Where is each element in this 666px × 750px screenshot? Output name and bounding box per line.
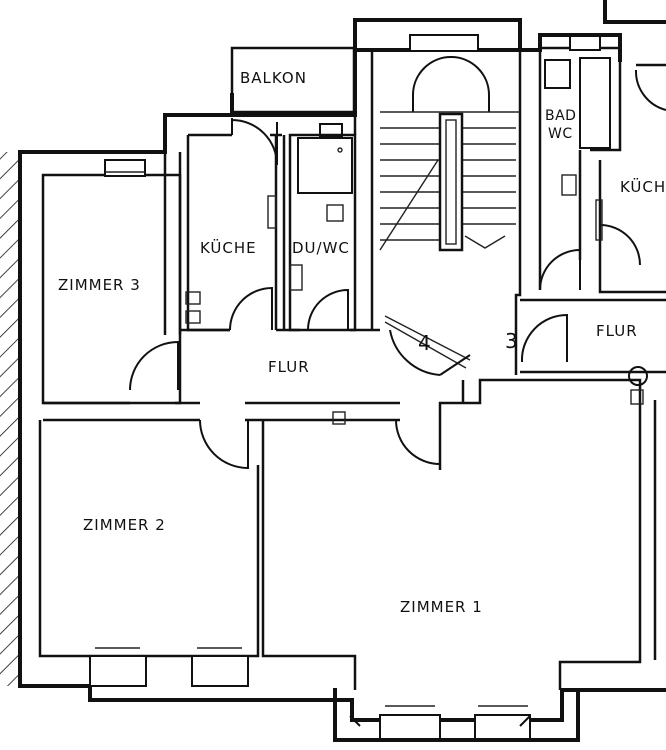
staircase	[379, 56, 520, 369]
label-balkon: BALKON	[240, 69, 307, 87]
label-du-wc: DU/WC	[292, 239, 350, 257]
label-flur-left: FLUR	[268, 358, 310, 376]
fixtures	[185, 57, 648, 425]
label-bad-wc: WC	[548, 126, 573, 142]
stair-number-3: 3	[505, 329, 518, 353]
label-zimmer-3: ZIMMER 3	[58, 276, 141, 294]
label-bad: BAD	[545, 108, 576, 124]
stair-number-4: 4	[418, 331, 431, 355]
label-flur-right: FLUR	[596, 322, 638, 340]
interior-walls	[38, 46, 666, 690]
label-kueche-right: KÜCH	[620, 177, 666, 196]
label-zimmer-1: ZIMMER 1	[400, 598, 483, 616]
balcony	[230, 46, 356, 114]
windows	[89, 34, 601, 740]
doors	[129, 69, 666, 470]
label-zimmer-2: ZIMMER 2	[83, 516, 166, 534]
room-labels: BALKON BAD WC KÜCH KÜCHE DU/WC ZIMMER 3 …	[58, 69, 666, 616]
hatched-outer-wall	[0, 150, 22, 688]
label-kueche: KÜCHE	[200, 238, 257, 257]
